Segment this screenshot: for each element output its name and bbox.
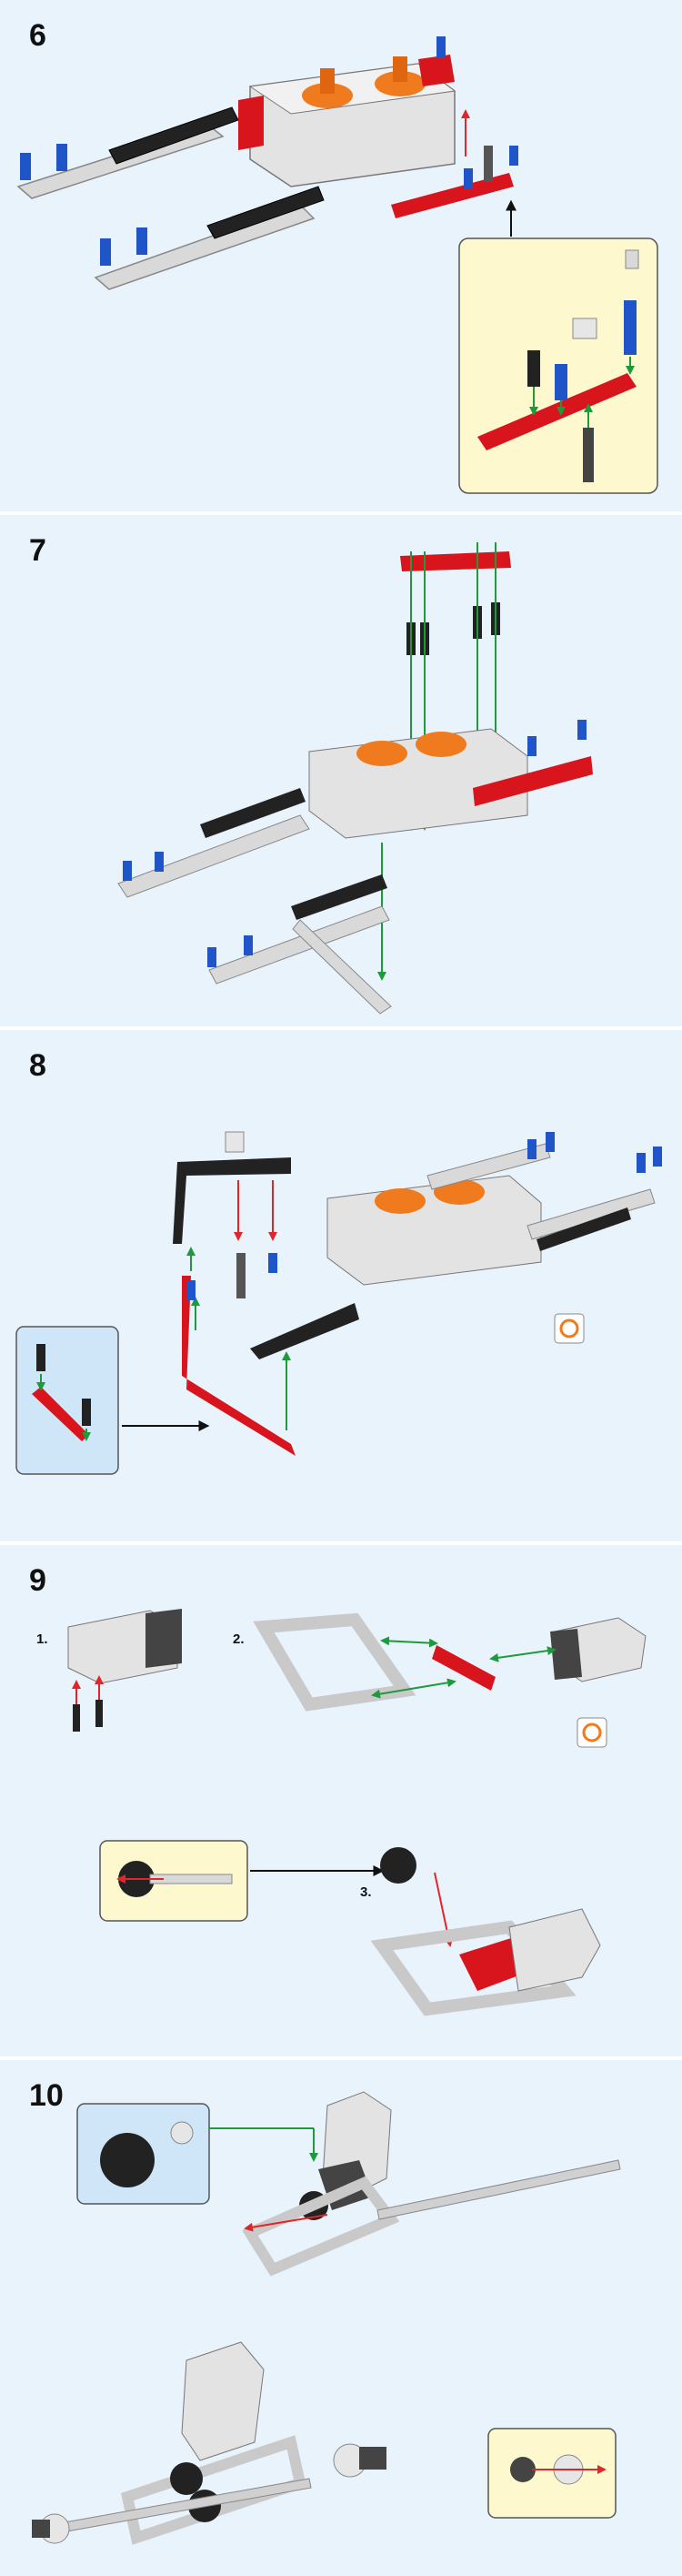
red-beam (473, 756, 593, 806)
step-7-panel: 7 (0, 515, 682, 1026)
axle (376, 2159, 621, 2220)
black-pin (73, 1700, 103, 1732)
axle (484, 146, 493, 182)
red-arrow (234, 1180, 277, 1241)
motor-block (248, 56, 456, 187)
substep-3-label: 3. (360, 1884, 372, 1900)
divider (0, 1026, 682, 1030)
divider (0, 511, 682, 515)
blue-pin (186, 1132, 662, 1300)
red-beam (238, 55, 514, 218)
step-9-panel: 9 1. 2. 3. (0, 1545, 682, 2056)
callout-box (458, 237, 658, 494)
step-6-panel: 6 (0, 0, 682, 511)
step-9-illustration (67, 1609, 647, 2016)
red-beam (400, 551, 511, 571)
callout-box (487, 2428, 617, 2519)
gray-beam (117, 814, 310, 898)
rotate-icon (577, 1717, 607, 1748)
black-beam (537, 1207, 631, 1251)
callout-box (15, 1326, 119, 1475)
bushing (225, 1131, 245, 1153)
motor (508, 1908, 601, 1992)
black-beam (200, 788, 306, 838)
red-beam (432, 1645, 496, 1691)
step-10-illustration (32, 2091, 621, 2545)
gray-beam (426, 1143, 551, 1190)
step-6-illustration (16, 36, 658, 494)
gray-beam (208, 905, 390, 985)
divider (0, 2056, 682, 2060)
step-number: 9 (29, 1563, 46, 1598)
black-beam (108, 106, 325, 239)
divider (0, 1541, 682, 1545)
gray-frame (370, 1920, 577, 2016)
blue-pin (123, 720, 587, 967)
motor (67, 1609, 182, 1684)
red-frame (182, 1276, 296, 1456)
black-beam (291, 874, 387, 920)
gear (380, 1847, 416, 1884)
step-number: 10 (29, 2078, 64, 2113)
motor-block (308, 728, 528, 839)
substep-2-label: 2. (233, 1631, 245, 1647)
gray-frame (253, 1612, 416, 1712)
green-arrow (186, 1247, 291, 1430)
gray-beam (292, 919, 392, 1015)
motor (181, 2341, 265, 2461)
blue-pin (20, 36, 518, 266)
step-number: 8 (29, 1048, 46, 1083)
step-number: 6 (29, 18, 46, 53)
axle (236, 1253, 246, 1298)
callout-box (76, 2103, 210, 2205)
step-10-panel: 10 2x (0, 2060, 682, 2576)
step-8-panel: 8 (0, 1030, 682, 1541)
motor (550, 1617, 647, 1682)
black-beam (250, 1303, 359, 1359)
substep-1-label: 1. (36, 1631, 48, 1647)
step-7-illustration (117, 542, 593, 1015)
black-pin (406, 602, 500, 655)
gear (170, 2462, 203, 2495)
gray-beam (527, 1188, 656, 1240)
hub (32, 2443, 386, 2544)
step-number: 7 (29, 533, 46, 568)
green-arrow (371, 1636, 557, 1699)
callout-box (99, 1840, 248, 1922)
motor-block (326, 1175, 542, 1286)
step-8-illustration (15, 1131, 662, 1475)
rotate-icon (554, 1313, 585, 1344)
gray-frame (242, 2176, 400, 2277)
black-beam (173, 1157, 291, 1244)
